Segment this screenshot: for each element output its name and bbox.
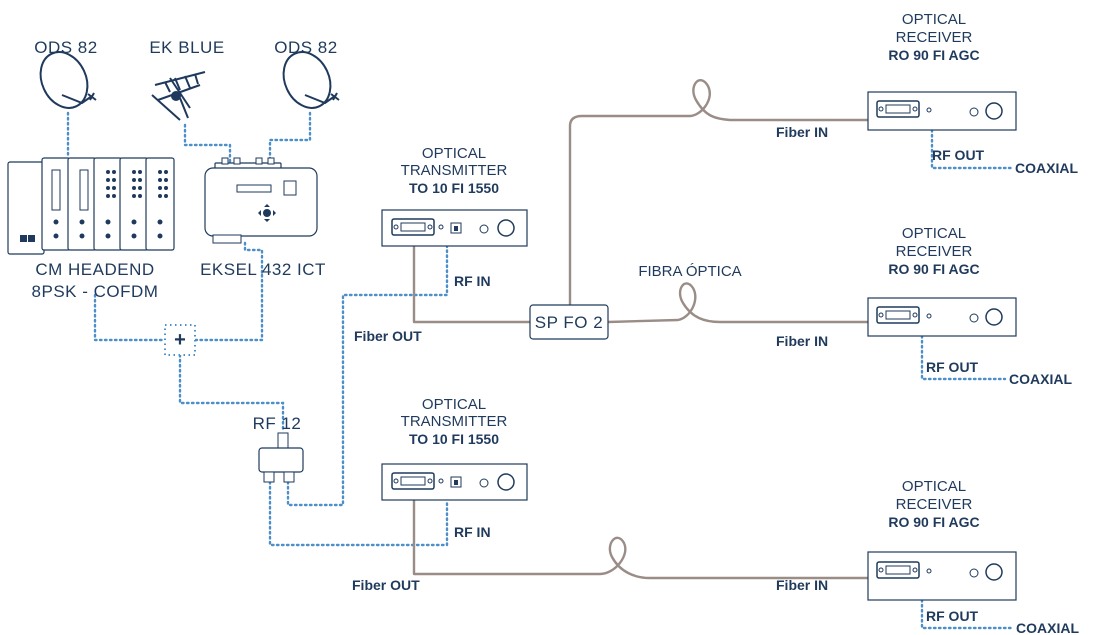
- rx1-line2: RECEIVER: [896, 29, 973, 46]
- optical-splitter: SP FO 2: [529, 304, 609, 340]
- optical-receiver-3: [867, 551, 1017, 601]
- rx3-rf-out: RF OUT: [926, 608, 979, 624]
- rx2-model: RO 90 FI AGC: [888, 261, 979, 277]
- rx1-model: RO 90 FI AGC: [888, 47, 979, 63]
- tx1-model: TO 10 FI 1550: [409, 180, 499, 196]
- dish-left-label: ODS 82: [34, 38, 97, 57]
- rx3-model: RO 90 FI AGC: [888, 514, 979, 530]
- optical-receiver-2: [867, 297, 1017, 337]
- dish-right-label: ODS 82: [274, 38, 337, 57]
- satellite-dish-right: [282, 51, 340, 109]
- headend-label-line2: 8PSK - COFDM: [32, 282, 159, 301]
- tx2-model: TO 10 FI 1550: [409, 431, 499, 447]
- optical-splitter-label: SP FO 2: [535, 313, 603, 332]
- rx3-fiber-in: Fiber IN: [776, 577, 828, 593]
- tx1-line2: TRANSMITTER: [401, 162, 508, 179]
- rx3-line1: OPTICAL: [902, 478, 966, 495]
- rx2-fiber-in: Fiber IN: [776, 333, 828, 349]
- eksel-device: [204, 157, 318, 244]
- optical-transmitter-2: [381, 463, 528, 501]
- optical-receiver-1: [867, 91, 1017, 131]
- tx1-line1: OPTICAL: [422, 145, 486, 162]
- rx2-line1: OPTICAL: [902, 225, 966, 242]
- rf12-label: RF 12: [253, 414, 302, 433]
- cm-headend-device: [7, 157, 175, 255]
- tx1-fiber-out: Fiber OUT: [354, 328, 422, 344]
- rx3-coaxial: COAXIAL: [1016, 620, 1079, 635]
- eksel-label: EKSEL 432 ICT: [200, 260, 326, 279]
- fiber-links: [412, 79, 870, 580]
- rx1-coaxial: COAXIAL: [1015, 160, 1078, 176]
- rx3-line2: RECEIVER: [896, 496, 973, 513]
- satellite-dish-left: [39, 51, 97, 109]
- coax-links: [66, 111, 1014, 630]
- fibra-optica-label: FIBRA ÓPTICA: [638, 263, 741, 280]
- tx1-rf-in: RF IN: [454, 273, 491, 289]
- tx2-line2: TRANSMITTER: [401, 413, 508, 430]
- rx2-line2: RECEIVER: [896, 243, 973, 260]
- antenna-label: EK BLUE: [149, 38, 224, 57]
- optical-transmitter-1: [381, 209, 528, 247]
- tx2-fiber-out: Fiber OUT: [352, 577, 420, 593]
- headend-label-line1: CM HEADEND: [35, 260, 154, 279]
- rx1-line1: OPTICAL: [902, 11, 966, 28]
- combiner-symbol: +: [174, 329, 186, 351]
- rx1-fiber-in: Fiber IN: [776, 124, 828, 140]
- tx2-line1: OPTICAL: [422, 396, 486, 413]
- tx2-rf-in: RF IN: [454, 524, 491, 540]
- rx1-rf-out: RF OUT: [932, 147, 985, 163]
- combiner: +: [164, 324, 196, 356]
- rx2-coaxial: COAXIAL: [1009, 371, 1072, 387]
- terrestrial-antenna: [151, 71, 206, 121]
- rf12-splitter: [258, 432, 304, 483]
- rx2-rf-out: RF OUT: [926, 359, 979, 375]
